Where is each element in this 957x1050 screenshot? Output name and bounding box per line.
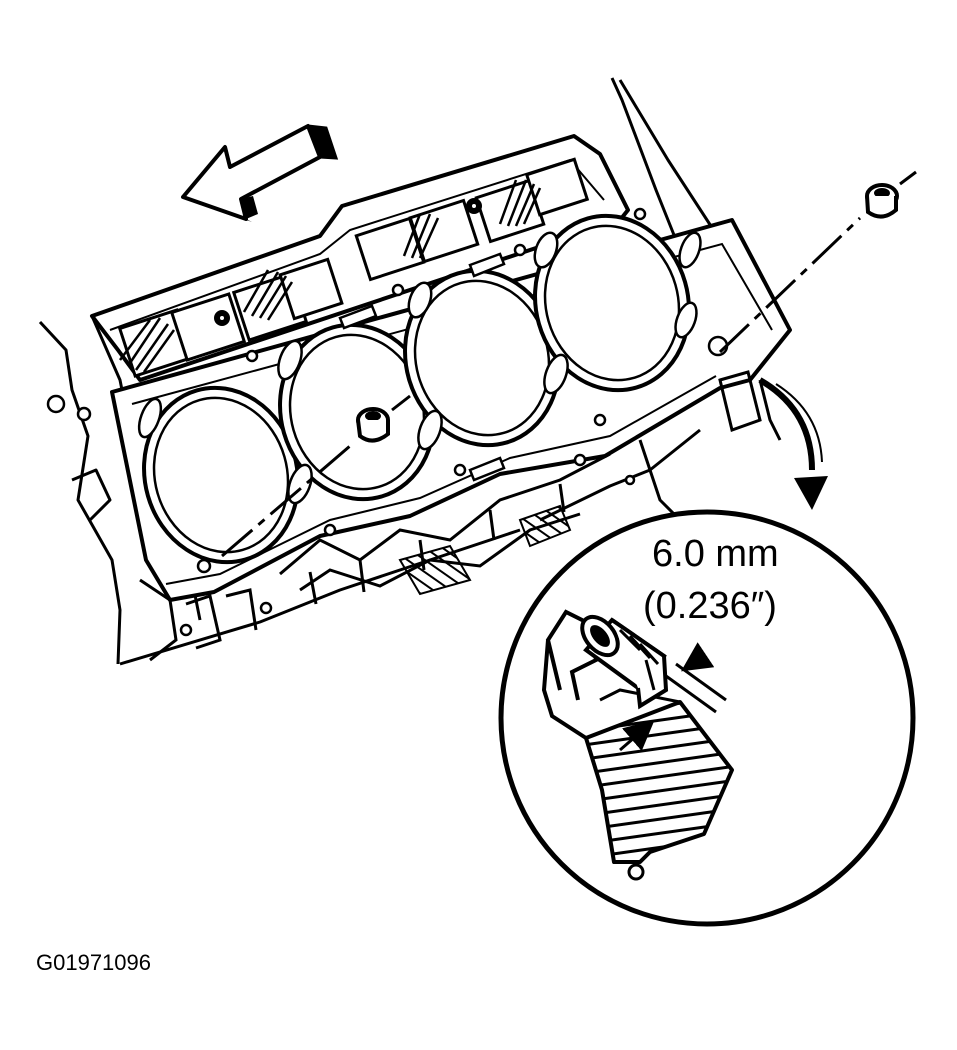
lifter-valley (90, 134, 630, 382)
cylinder-bore-4 (533, 213, 691, 393)
cylinder-bore-3 (403, 268, 561, 448)
dowel-pin-icon (865, 183, 899, 219)
detail-callout (498, 509, 916, 927)
dowel-pin-section-icon (580, 614, 669, 710)
crankcase-shading (398, 504, 572, 596)
curved-pointer-arrow-icon (758, 377, 828, 510)
front-direction-arrow-icon (181, 124, 339, 222)
dowel-pin-icon (356, 407, 390, 443)
dimension-metric-label: 6.0 mm (652, 533, 779, 575)
dimension-imperial-label: (0.236″) (643, 585, 777, 627)
cylinder-bores (142, 213, 691, 565)
figure-code: G01971096 (36, 950, 151, 975)
cylinder-bore-1 (142, 385, 300, 565)
dimension-lines (619, 642, 727, 752)
deck-passages (46, 207, 729, 637)
installation-center-lines (221, 170, 917, 558)
